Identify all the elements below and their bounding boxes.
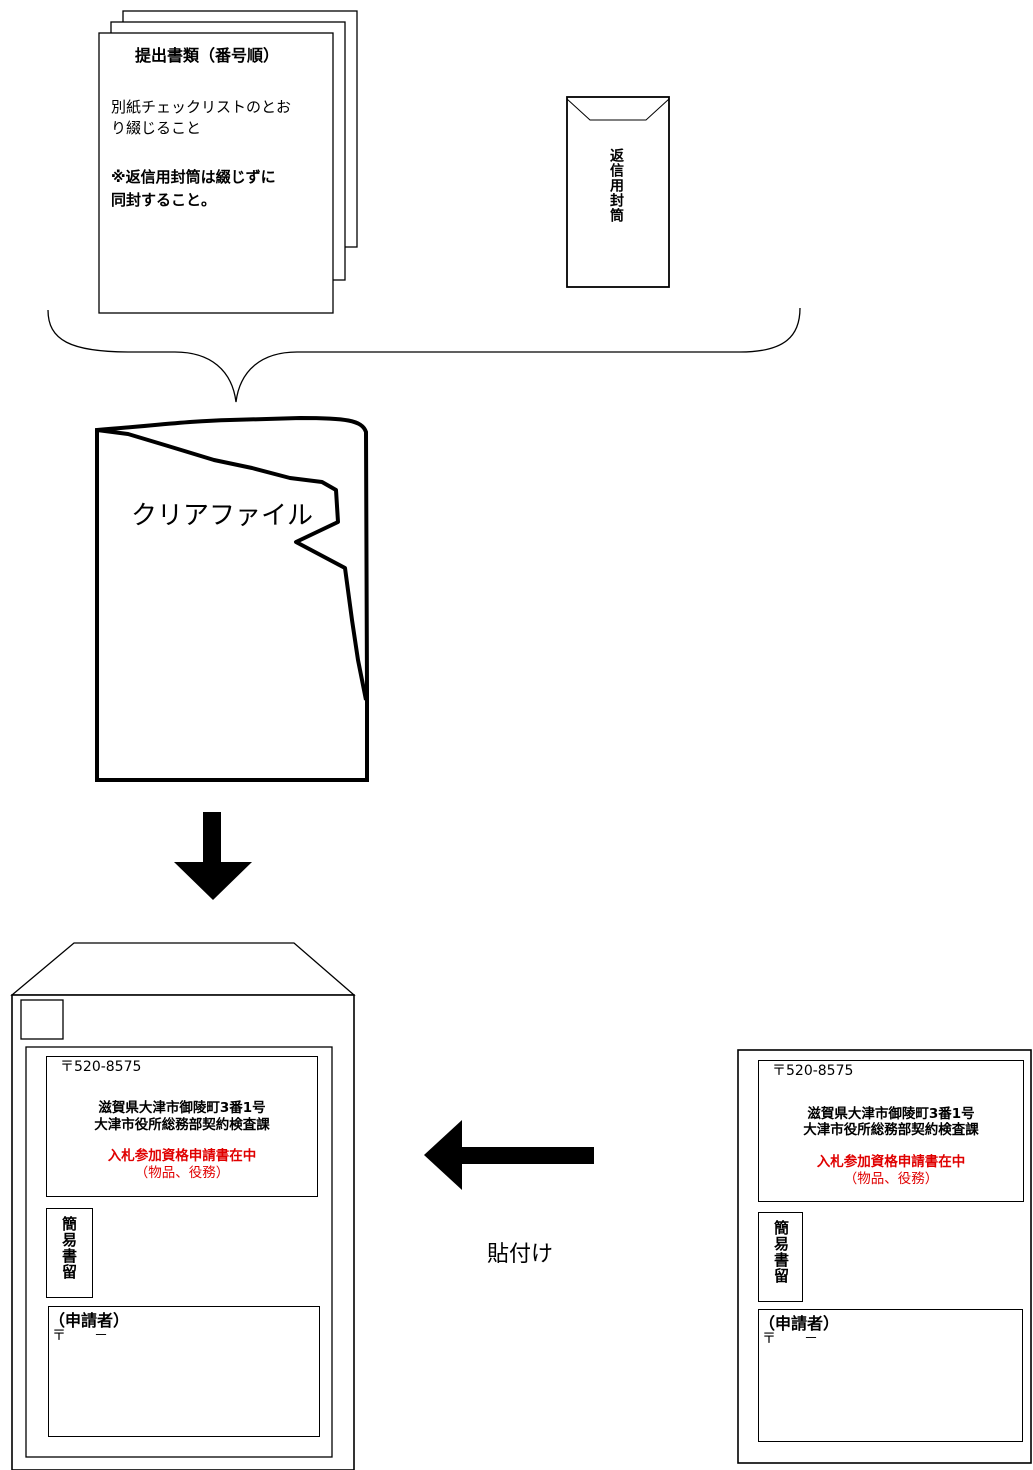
affixed-applicant-postal: 〒 － (52, 1328, 108, 1344)
return-envelope-outline (566, 96, 670, 288)
affixed-address-box (46, 1056, 318, 1197)
curly-brace (47, 307, 801, 403)
documents-note-2: 同封すること。 (111, 191, 217, 209)
standalone-applicant-box (758, 1309, 1023, 1442)
standalone-address: 滋賀県大津市御陵町3番1号 (807, 1106, 975, 1122)
left-arrow-shaft (460, 1147, 594, 1164)
clear-file-outline (95, 415, 369, 782)
standalone-address-box (758, 1060, 1024, 1202)
documents-line-1: 別紙チェックリストのとお (111, 98, 292, 116)
standalone-applicant-header: （申請者） (759, 1314, 840, 1333)
return-envelope-label: 返信用封筒 (608, 148, 624, 223)
standalone-enclosure-sub: （物品、役務） (843, 1171, 939, 1187)
clear-file-label: クリアファイル (131, 501, 314, 531)
affixed-registered-mail: 簡易書留 (60, 1216, 78, 1280)
standalone-registered-mail: 簡易書留 (772, 1220, 790, 1284)
stamp-box (20, 999, 64, 1040)
paste-label: 貼付け (487, 1242, 554, 1267)
documents-note-1: ※返信用封筒は綴じずに (111, 168, 276, 186)
document-sheet-front (98, 32, 334, 314)
down-arrow-head (174, 862, 252, 900)
documents-line-2: り綴じること (111, 119, 202, 137)
affixed-applicant-header: （申請者） (49, 1311, 130, 1330)
standalone-department: 大津市役所総務部契約検査課 (803, 1122, 979, 1138)
standalone-enclosure-notice: 入札参加資格申請書在中 (816, 1154, 966, 1170)
documents-title: 提出書類（番号順） (135, 46, 280, 65)
affixed-enclosure-sub: （物品、役務） (134, 1165, 230, 1181)
affixed-address: 滋賀県大津市御陵町3番1号 (98, 1100, 266, 1116)
clear-file-page-edge (96, 428, 368, 701)
affixed-registered-mail-box (46, 1208, 93, 1298)
return-envelope-flap (566, 98, 670, 121)
standalone-registered-mail-box (758, 1212, 803, 1302)
affixed-applicant-box (48, 1306, 320, 1437)
down-arrow-shaft (203, 812, 221, 862)
affixed-enclosure-notice: 入札参加資格申請書在中 (107, 1148, 257, 1164)
affixed-department: 大津市役所総務部契約検査課 (94, 1117, 270, 1133)
standalone-postal-code: 〒520-8575 (772, 1063, 854, 1079)
standalone-applicant-postal: 〒 － (762, 1331, 818, 1347)
affixed-postal-code: 〒520-8575 (60, 1059, 142, 1075)
mailing-envelope-flap (10, 942, 356, 996)
left-arrow-head (424, 1120, 462, 1190)
